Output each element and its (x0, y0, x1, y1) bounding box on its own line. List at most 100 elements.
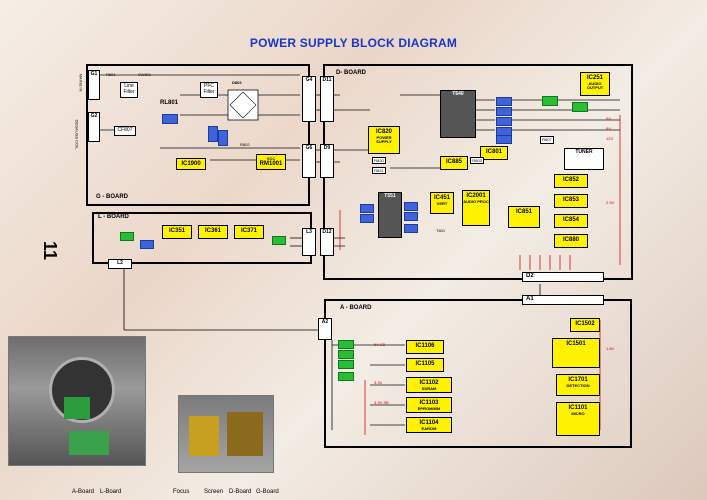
ic801-label: IC801 (485, 149, 502, 155)
connector-l2-label: L2 (117, 260, 123, 266)
g-board-blue-block-2 (218, 130, 228, 146)
line-filter-label: Line Filter (123, 83, 135, 95)
connector-d2 (522, 272, 604, 282)
mains-in-label: MAINS IN (78, 73, 84, 92)
ic1103-sublabel: EPROM/MM (417, 405, 441, 411)
l-board-blue-1 (140, 240, 154, 249)
d-board-blue-d655 (404, 202, 418, 211)
ic2001-sublabel: AUDIO PROC (463, 198, 489, 204)
a-board-green-2 (338, 350, 354, 359)
ic361-label: IC361 (204, 228, 221, 234)
ic351-label: IC351 (168, 228, 185, 234)
ic1900-label: IC1900 (181, 161, 201, 167)
a-board-green-1 (338, 340, 354, 349)
r821: R821 (372, 167, 386, 174)
rail-label-2v5: 2.5V (606, 200, 615, 205)
d-board-green-1 (542, 96, 558, 106)
r807-label: R807 (542, 137, 552, 142)
sw801-label: SW801 (138, 72, 152, 77)
ic852-label: IC852 (562, 177, 579, 183)
ic801: IC801 (480, 146, 508, 160)
ic451-sublabel: VERT (436, 200, 448, 206)
ic1104: IC1104 EAROM (406, 417, 452, 433)
l-board-label: L - BOARD (98, 214, 129, 220)
connector-d11-label: D11 (322, 77, 332, 83)
d-board-blue-d654 (360, 214, 374, 223)
pfc-filter-label: PFC Filter (203, 83, 215, 95)
t551-label: T551 (384, 193, 396, 199)
r801-label: R801 (106, 72, 116, 77)
ic371: IC371 (234, 225, 264, 239)
cf807-label: CF807 (117, 127, 133, 133)
ic1104-sublabel: EAROM (421, 425, 437, 431)
ic351: IC351 (162, 225, 192, 239)
connector-g4: G4 (302, 76, 316, 122)
t640-label: T640 (452, 91, 464, 97)
ic853: IC853 (554, 194, 588, 208)
tv-chassis-photo (8, 336, 146, 466)
d-board-image (189, 416, 219, 456)
connector-d11: D11 (320, 76, 334, 122)
rail-label-5v: 5V (606, 116, 611, 121)
photo-label-l-board: L-Board (100, 489, 122, 495)
pfc-filter: PFC Filter (200, 82, 218, 98)
d-board-label: D- BOARD (336, 70, 366, 76)
ic2001-label: IC2001 (466, 193, 486, 199)
ic852: IC852 (554, 174, 588, 188)
ic1701-sublabel: DETECTION (566, 382, 590, 388)
r820-label: R820 (374, 158, 384, 163)
ic1900: IC1900 (176, 158, 206, 170)
rail-label-8v: 8V (606, 126, 611, 131)
d-board-blue-d657 (404, 212, 418, 221)
connector-g6: G6 (302, 144, 316, 178)
connector-g6-label: G6 (305, 145, 313, 151)
d-board-blue-r783 (360, 204, 374, 213)
ic853-label: IC853 (562, 197, 579, 203)
ic820-sublabel: POWER SUPPLY (376, 134, 392, 144)
ic1103-label: IC1103 (419, 400, 439, 406)
ic1701: IC1701 DETECTION (556, 374, 600, 396)
connector-d2-label: D2 (526, 273, 534, 279)
line-filter: Line Filter (120, 82, 138, 98)
t551: T551 (378, 192, 402, 238)
connector-a2: A2 (318, 318, 332, 340)
d-board-blue-d875 (496, 107, 512, 116)
t640: T640 (440, 90, 476, 138)
ic1104-label: IC1104 (419, 420, 439, 426)
connector-d12-label: D12 (322, 229, 332, 235)
ic451-label: IC451 (433, 195, 450, 201)
ic854-label: IC854 (562, 217, 579, 223)
board-set-photo (178, 395, 274, 473)
tuner: TUNER (564, 148, 604, 170)
r807: R807 (540, 136, 554, 144)
ic1105: IC1105 (406, 358, 444, 372)
connector-a2-label: A2 (321, 319, 329, 325)
a-board-green-4 (338, 372, 354, 381)
rail-label-12v: 12V (606, 136, 614, 141)
ic880: IC880 (554, 234, 588, 248)
ic1102-sublabel: SDRAM (421, 385, 437, 391)
ic251-label: IC251 (586, 75, 603, 81)
t601-label: T601 (436, 228, 446, 233)
connector-a1 (522, 295, 604, 305)
d-board-blue-d876 (496, 97, 512, 106)
r803-label: R803 (472, 158, 482, 163)
ic1101: IC1101 MICRO (556, 402, 600, 436)
connector-g2: G2 (88, 112, 100, 142)
ic251: IC251 AUDIO OUTPUT (580, 72, 610, 96)
connector-d9-label: D9 (323, 145, 331, 151)
l-board-image (69, 431, 109, 455)
r802-label: R802 (240, 142, 250, 147)
ic851: IC851 (508, 206, 540, 228)
ic851-label: IC851 (515, 209, 532, 215)
g-board-label: G - BOARD (96, 194, 128, 200)
connector-g1-label: G1 (90, 71, 98, 77)
d-board-blue-d872 (496, 117, 512, 126)
d-board-blue-d865 (496, 135, 512, 144)
ic1701-label: IC1701 (568, 377, 588, 383)
ic1502: IC1502 (570, 318, 600, 332)
ic1501-label: IC1501 (566, 341, 586, 347)
photo-label-d-board: D-Board (229, 489, 252, 495)
photo-label-a-board: A-Board (72, 489, 95, 495)
rail-label-3v3: 3.3V (374, 380, 383, 385)
